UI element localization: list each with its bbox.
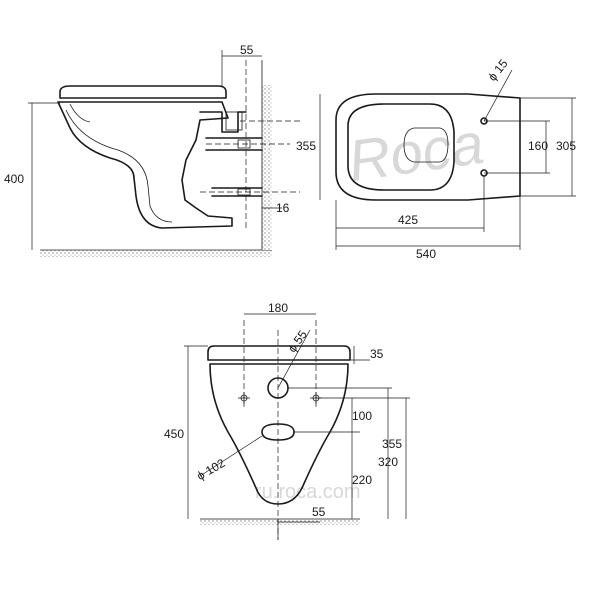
inner-length-label: 425 — [398, 213, 418, 227]
brand-watermark: Roca — [344, 111, 487, 194]
waste-pipe — [205, 137, 263, 151]
outlet-height-label: 320 — [378, 455, 398, 469]
waste-offset-label: 55 — [312, 505, 326, 519]
length-label: 540 — [416, 247, 436, 261]
outlet-diameter-label: ϕ 55 — [285, 328, 310, 355]
bowl-outline — [57, 101, 233, 229]
side-view: 400 55 16 — [4, 43, 300, 257]
url-watermark: ru.roca.com — [255, 481, 361, 503]
hole-leader — [483, 69, 513, 122]
front-seat — [207, 345, 351, 361]
inlet-sleeve — [225, 111, 243, 131]
waste-leader — [199, 435, 263, 477]
height-label: 400 — [4, 172, 24, 186]
wall-hatch — [262, 85, 272, 250]
outlet-leader — [277, 329, 311, 389]
front-height-label: 450 — [164, 427, 184, 441]
bowl-top-inner — [347, 103, 455, 191]
bolt-lower — [237, 188, 251, 196]
offset-label: 16 — [276, 201, 290, 215]
hole-height-label: 355 — [382, 437, 402, 451]
hole-spacing-label: 160 — [528, 139, 548, 153]
bolt-upper — [237, 139, 251, 149]
wall-gap-label: 55 — [240, 43, 254, 57]
bowl-inner — [65, 109, 173, 223]
floor-hatch — [40, 250, 272, 257]
depth-label: 355 — [296, 139, 316, 153]
waste-height-label: 220 — [352, 473, 372, 487]
front-view: 180 ϕ 55 35 450 355 320 100 220 ϕ 102 55 — [164, 301, 410, 540]
waste-diameter-label: ϕ 102 — [194, 456, 227, 483]
rim-offset-label: 35 — [370, 347, 384, 361]
top-view: 355 ϕ 15 160 305 425 540 — [296, 56, 576, 261]
rear-width-label: 305 — [556, 139, 576, 153]
rim-detail — [69, 103, 91, 123]
drain-opening — [403, 127, 449, 163]
seat-lid — [59, 85, 227, 99]
lower-pipe — [211, 187, 263, 197]
outlet-to-hole-label: 100 — [352, 409, 372, 423]
flush-inlet — [199, 111, 247, 133]
front-hole-spacing-label: 180 — [268, 301, 288, 315]
